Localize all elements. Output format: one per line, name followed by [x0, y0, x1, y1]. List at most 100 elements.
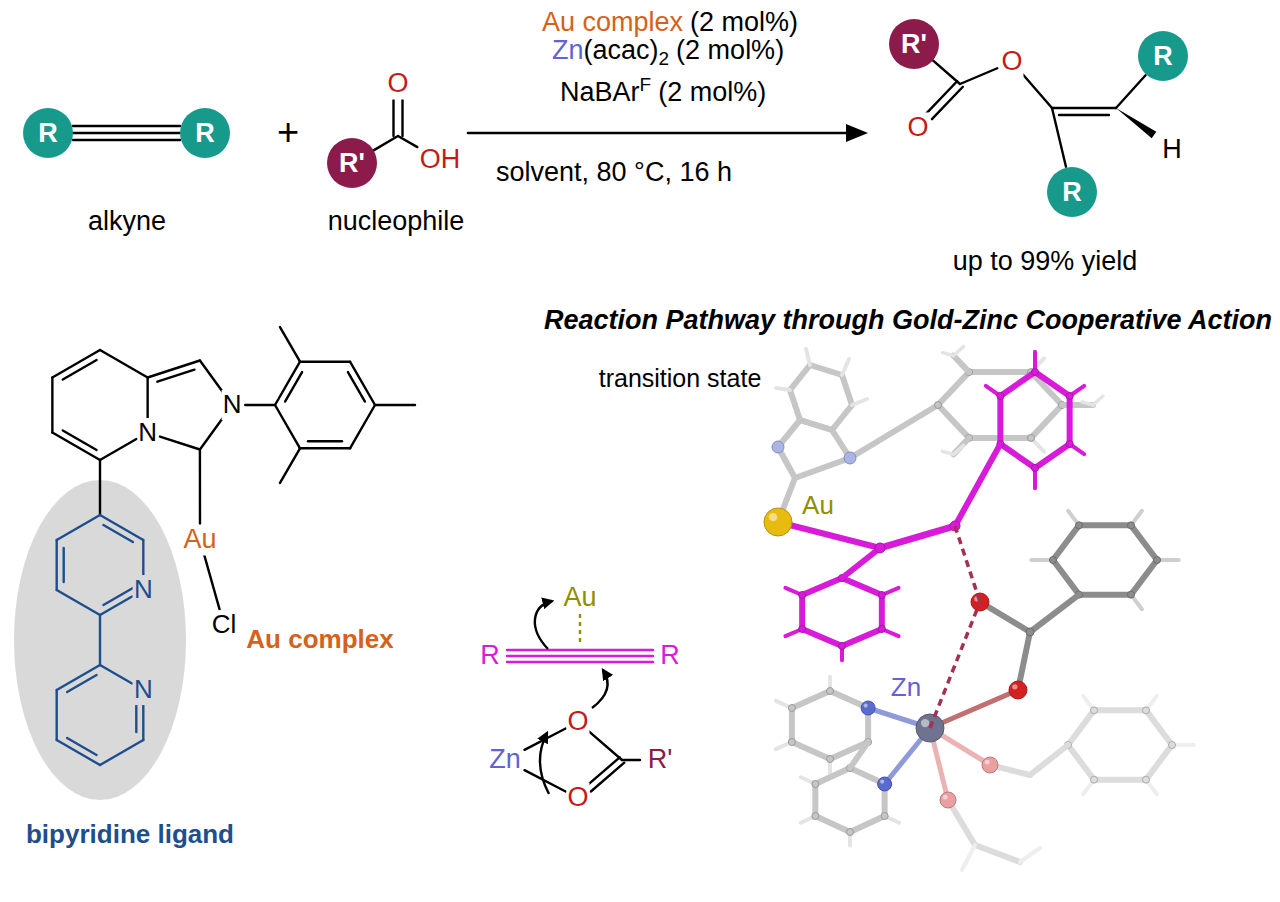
bond-line: [932, 87, 963, 119]
triple-bond: [73, 139, 180, 141]
triple-bond: [73, 132, 180, 134]
bond-stick: [850, 405, 938, 458]
bond-stick: [810, 365, 842, 375]
atom-label: O: [566, 706, 589, 737]
atom-label: Au: [562, 582, 597, 613]
subscript: 2: [659, 49, 670, 70]
bond-stick: [1000, 372, 1035, 396]
bond-line: [579, 614, 581, 646]
bond-line: [103, 525, 132, 542]
bond-stick: [842, 578, 882, 595]
bond-stick: [795, 458, 850, 478]
reaction-conditions: solvent, 80 °C, 16 h: [496, 157, 732, 187]
bond-stick: [812, 784, 818, 816]
bond-line: [1022, 74, 1052, 108]
atom-highlight: [880, 779, 884, 783]
methyl-bond: [280, 327, 300, 362]
atom-ball: [772, 441, 784, 453]
bond-stick: [792, 742, 830, 759]
atom-label: O: [906, 112, 929, 143]
substituent-circle: R': [327, 138, 377, 188]
bond-stick: [954, 356, 970, 372]
bond-line: [1052, 107, 1116, 109]
bond-stick: [943, 353, 954, 356]
circle-fill: [1047, 167, 1097, 217]
bond-stick: [1131, 560, 1157, 595]
atom-ball: [881, 813, 888, 820]
bond-stick: [954, 445, 964, 454]
bond-line: [67, 675, 96, 692]
atom-ball: [940, 792, 956, 808]
bond-line: [55, 690, 57, 740]
bond-line: [99, 460, 101, 515]
complex-caption: Au complex: [246, 625, 393, 655]
bond-stick: [802, 629, 842, 646]
atom-ball: [1076, 522, 1083, 529]
bond-stick: [1146, 745, 1172, 780]
atom-ball: [1169, 742, 1176, 749]
bond-stick: [954, 347, 964, 356]
bond-line: [245, 404, 275, 406]
triple-bond: [73, 125, 180, 127]
circle-fill: [327, 138, 377, 188]
bond-line: [57, 515, 100, 540]
bond-stick: [1094, 777, 1146, 783]
bond-stick: [800, 420, 832, 430]
bond-line: [392, 100, 394, 136]
bond-line: [100, 665, 132, 684]
reaction-arrowhead: [846, 124, 868, 142]
substituent-symbol: R: [1153, 43, 1173, 70]
bond-stick: [880, 526, 955, 548]
atom-ball: [982, 757, 998, 773]
atom-highlight: [985, 760, 990, 765]
bond-stick: [930, 602, 980, 728]
atom-ball: [788, 705, 795, 712]
bond-stick: [1053, 525, 1079, 560]
atom-ball: [788, 739, 795, 746]
bond-line: [204, 555, 219, 609]
substituent-circle: R: [1138, 31, 1188, 81]
atom-ball: [799, 592, 806, 599]
bond-line: [57, 590, 100, 615]
bond-line: [960, 68, 997, 84]
bond-stick: [778, 522, 880, 548]
atom-ball: [1028, 434, 1035, 441]
bond-stick: [1146, 710, 1172, 745]
ligand-name: (acac): [584, 35, 659, 65]
catalyst-loading: (2 mol%): [690, 7, 798, 37]
bond-line: [933, 60, 960, 84]
bond-stick: [1079, 522, 1131, 528]
bond-stick: [1031, 405, 1062, 438]
bond-line: [401, 100, 403, 136]
bond-stick: [789, 708, 795, 742]
substituent-symbol: R': [901, 31, 927, 58]
bond-line: [589, 731, 622, 760]
yield-note: up to 99% yield: [953, 246, 1138, 277]
atom-label: N: [222, 390, 243, 420]
substituent-symbol: R': [339, 150, 365, 177]
bond-stick: [850, 742, 868, 768]
atom-label: OH: [419, 144, 462, 175]
bond-line: [348, 372, 365, 401]
atom-ball: [1066, 393, 1073, 400]
atom-ball: [1032, 465, 1039, 472]
atom-ball: [1128, 591, 1135, 598]
bond-stick: [790, 390, 800, 420]
bond-line: [525, 770, 566, 791]
bond-stick: [815, 816, 850, 832]
atom-ball: [878, 777, 892, 791]
bond-stick: [800, 420, 832, 430]
bond-stick: [1079, 592, 1131, 598]
atom-ball: [764, 508, 792, 536]
circle-fill: [23, 108, 73, 158]
atom-ball: [1066, 441, 1073, 448]
bond-stick: [997, 396, 1003, 444]
methyl-bond: [375, 404, 415, 406]
bond-line: [52, 433, 100, 461]
bond-stick: [943, 451, 954, 454]
bond-line: [63, 360, 97, 380]
bond-line: [200, 416, 225, 450]
superscript: F: [640, 74, 652, 95]
bond-stick: [1020, 848, 1040, 862]
